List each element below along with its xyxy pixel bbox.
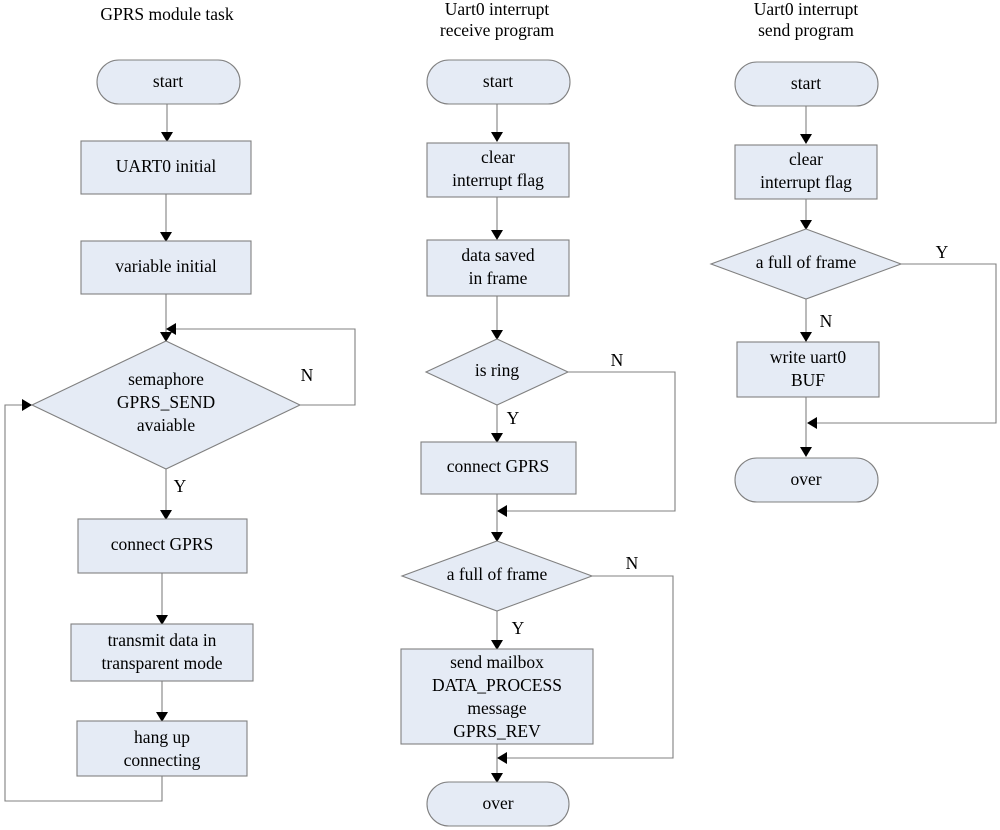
arrowhead-c2-isring-no-loop bbox=[497, 505, 507, 517]
branch-label-c3-full-no: N bbox=[820, 311, 833, 331]
node-c2-send-mailbox[interactable] bbox=[400, 648, 594, 745]
arrowhead-c1-hangup-feedback-loop bbox=[22, 399, 32, 411]
branch-label-c2-isring-yes: Y bbox=[507, 408, 520, 428]
column-title-receive-line2: receive program bbox=[440, 20, 555, 40]
arrowhead-c3-full-no bbox=[800, 332, 812, 342]
node-label-c2-start: start bbox=[483, 71, 513, 91]
arrowhead-c2-clear-to-saved bbox=[491, 230, 503, 240]
node-c1-variable-initial[interactable] bbox=[80, 240, 252, 295]
column-gprs-module-task: GPRS module task start UART0 initial var… bbox=[4, 4, 356, 802]
arrowhead-c1-start-to-uart0 bbox=[161, 132, 173, 142]
connector-c3-full-yes-loop bbox=[815, 263, 997, 424]
node-c2-data-saved-in-frame[interactable] bbox=[426, 239, 570, 297]
node-c1-start[interactable] bbox=[96, 59, 241, 105]
branch-label-c3-full-yes: Y bbox=[936, 242, 949, 262]
node-label-c2-connect-gprs: connect GPRS bbox=[447, 456, 550, 476]
node-label-c1-hangup-line1: hang up bbox=[134, 727, 190, 747]
arrowhead-c1-uart0-to-variable bbox=[160, 232, 172, 242]
column-title-send-line1: Uart0 interrupt bbox=[754, 0, 859, 19]
node-c3-over[interactable] bbox=[734, 457, 879, 503]
node-c3-write-uart0-buf[interactable] bbox=[736, 341, 880, 398]
node-label-c2-mailbox-line1: send mailbox bbox=[450, 652, 544, 672]
node-label-c1-semaphore-line3: avaiable bbox=[137, 415, 196, 435]
node-label-c1-start: start bbox=[153, 71, 183, 91]
arrowhead-c3-start-to-clear bbox=[800, 134, 812, 144]
connector-c1-hangup-feedback-loop bbox=[4, 404, 163, 802]
arrowhead-c1-connect-to-transmit bbox=[156, 615, 168, 625]
column-title-send-line2: send program bbox=[758, 20, 854, 40]
connector-c1-semaphore-no-loop bbox=[174, 328, 356, 406]
arrowhead-c1-semaphore-no-loop bbox=[166, 323, 176, 335]
node-label-c3-write-line2: BUF bbox=[791, 370, 825, 390]
node-label-c2-a-full-of-frame: a full of frame bbox=[447, 564, 548, 584]
node-c2-connect-gprs[interactable] bbox=[420, 441, 577, 495]
node-c2-start[interactable] bbox=[426, 59, 571, 105]
node-label-c2-mailbox-line2: DATA_PROCESS bbox=[432, 675, 562, 695]
node-label-c1-transmit-line2: transparent mode bbox=[102, 653, 223, 673]
arrowhead-c1-variable-to-semaphore bbox=[160, 332, 172, 342]
arrowhead-c2-full-no-loop bbox=[497, 752, 507, 764]
node-label-c1-transmit-line1: transmit data in bbox=[108, 630, 217, 650]
node-label-c2-saved-line2: in frame bbox=[469, 268, 528, 288]
arrowhead-c2-connect-to-full bbox=[491, 532, 503, 542]
node-label-c2-is-ring: is ring bbox=[475, 360, 519, 380]
node-label-c1-variable-initial: variable initial bbox=[115, 256, 217, 276]
node-label-c3-clear-line1: clear bbox=[789, 149, 823, 169]
arrowhead-c2-saved-to-isring bbox=[491, 330, 503, 340]
node-label-c1-hangup-line2: connecting bbox=[124, 750, 201, 770]
column-uart0-interrupt-receive-program: Uart0 interrupt receive program start cl… bbox=[400, 0, 676, 827]
node-c1-connect-gprs[interactable] bbox=[77, 518, 248, 574]
node-c2-over[interactable] bbox=[426, 781, 570, 827]
node-label-c1-connect-gprs: connect GPRS bbox=[111, 534, 214, 554]
node-label-c3-write-line1: write uart0 bbox=[770, 347, 847, 367]
node-label-c3-over: over bbox=[790, 469, 821, 489]
node-label-c2-saved-line1: data saved bbox=[461, 245, 535, 265]
connector-c2-isring-no-loop bbox=[505, 371, 676, 512]
column-uart0-interrupt-send-program: Uart0 interrupt send program start clear… bbox=[709, 0, 997, 503]
arrowhead-c3-clear-to-full bbox=[800, 220, 812, 230]
branch-label-c2-full-no: N bbox=[626, 553, 639, 573]
column-title-gprs-module-task: GPRS module task bbox=[100, 4, 233, 24]
arrowhead-c3-full-yes-loop bbox=[807, 417, 817, 429]
column-title-receive-line1: Uart0 interrupt bbox=[445, 0, 550, 19]
arrowhead-c2-isring-yes bbox=[491, 433, 503, 443]
arrowhead-c3-write-to-over bbox=[800, 447, 812, 457]
arrowhead-c1-transmit-to-hangup bbox=[156, 712, 168, 722]
branch-label-c1-semaphore-yes: Y bbox=[174, 476, 187, 496]
node-label-c1-semaphore-line1: semaphore bbox=[128, 369, 204, 389]
arrowhead-c2-full-yes bbox=[491, 640, 503, 650]
node-c2-clear-interrupt-flag[interactable] bbox=[426, 142, 570, 198]
branch-label-c1-semaphore-no: N bbox=[301, 365, 314, 385]
branch-label-c2-full-yes: Y bbox=[512, 618, 525, 638]
branch-label-c2-isring-no: N bbox=[611, 350, 624, 370]
node-label-c2-clear-line2: interrupt flag bbox=[452, 170, 544, 190]
node-label-c1-uart0-initial: UART0 initial bbox=[116, 156, 217, 176]
node-label-c2-over: over bbox=[482, 793, 513, 813]
arrowhead-c2-start-to-clear bbox=[491, 132, 503, 142]
node-label-c2-mailbox-line4: GPRS_REV bbox=[453, 721, 541, 741]
node-label-c2-mailbox-line3: message bbox=[467, 698, 527, 718]
node-label-c3-start: start bbox=[791, 73, 821, 93]
node-label-c2-clear-line1: clear bbox=[481, 147, 515, 167]
connector-c2-full-no-loop bbox=[505, 575, 674, 759]
node-label-c3-a-full-of-frame: a full of frame bbox=[756, 252, 857, 272]
node-c3-clear-interrupt-flag[interactable] bbox=[734, 144, 878, 200]
arrowhead-c1-semaphore-yes bbox=[160, 510, 172, 520]
node-c1-uart0-initial[interactable] bbox=[80, 140, 252, 195]
node-c1-hang-up-connecting[interactable] bbox=[76, 720, 248, 777]
node-label-c1-semaphore-line2: GPRS_SEND bbox=[117, 392, 215, 412]
node-c1-transmit-data[interactable] bbox=[70, 623, 254, 682]
arrowhead-c2-mailbox-to-over bbox=[491, 773, 503, 783]
node-label-c3-clear-line2: interrupt flag bbox=[760, 172, 852, 192]
